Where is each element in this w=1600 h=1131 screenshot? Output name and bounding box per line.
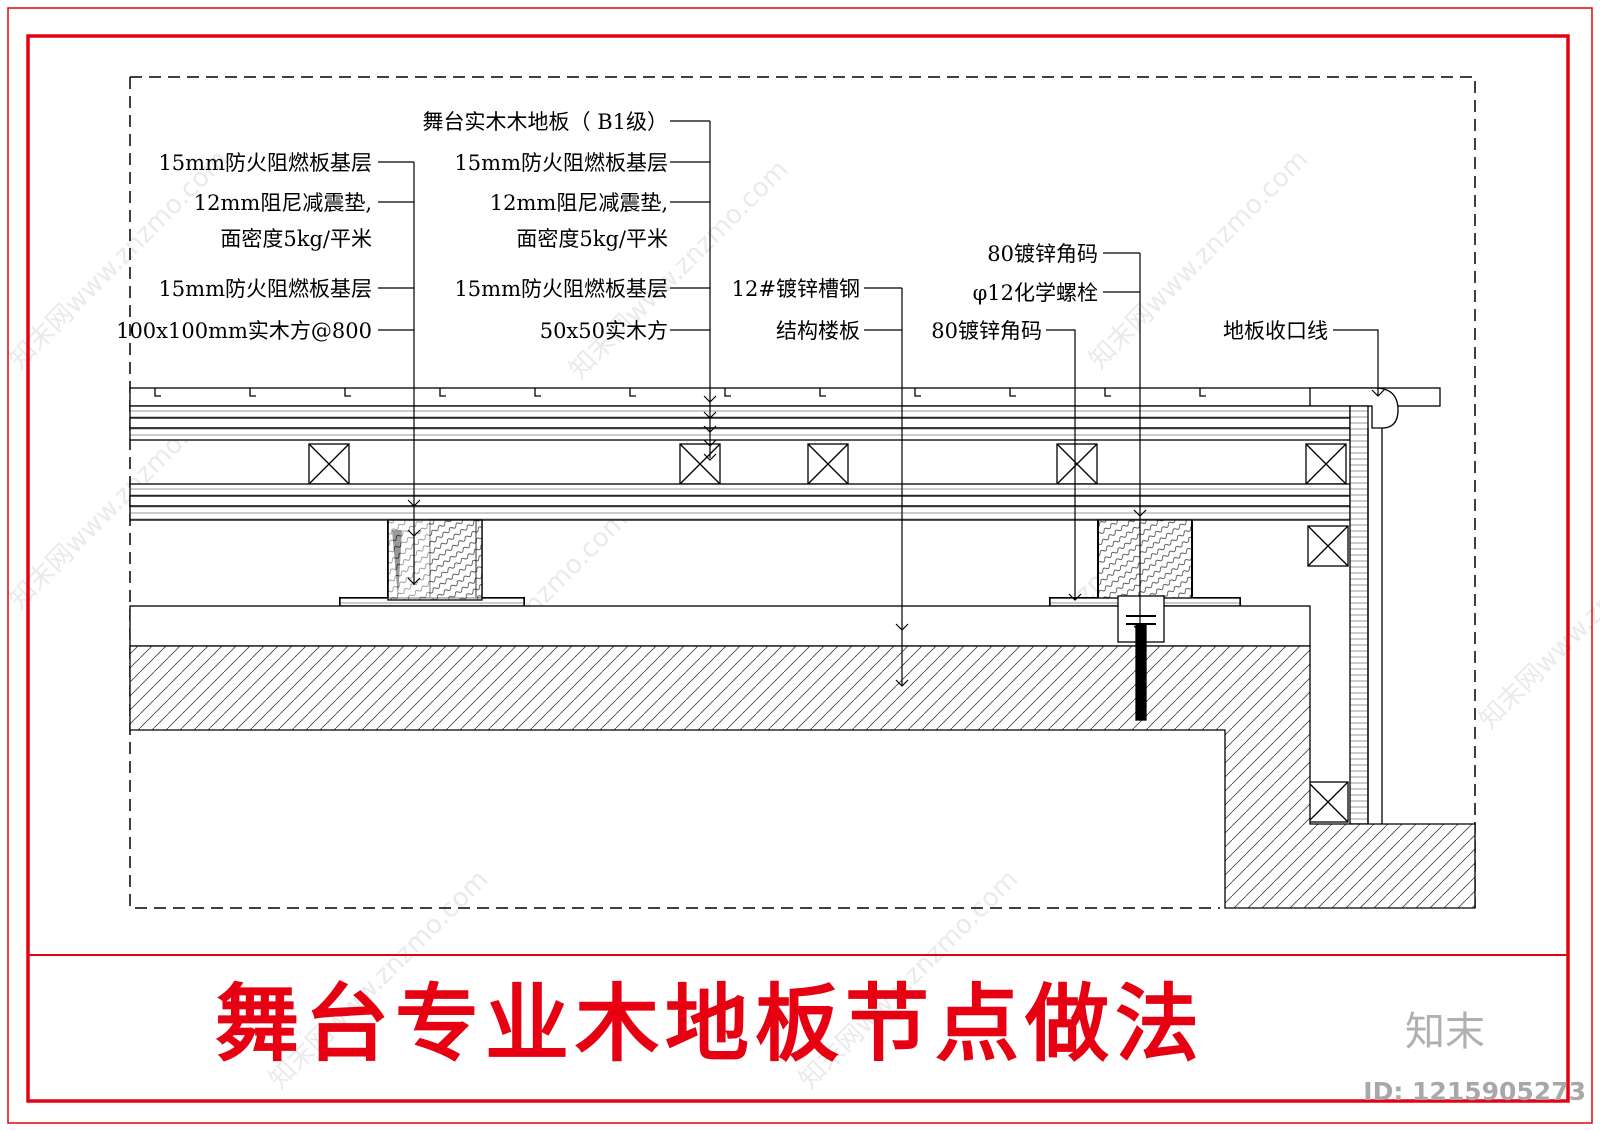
callout-chemical-bolt: φ12化学螺栓 (973, 281, 1098, 305)
callouts-left: 15mm防火阻燃板基层 12mm阻尼减震垫, 面密度5kg/平米 15mm防火阻… (116, 151, 372, 343)
floor-section (129, 387, 1476, 909)
callout-mid-2: 15mm防火阻燃板基层 (454, 151, 668, 175)
callout-edge-line: 地板收口线 (1223, 319, 1328, 343)
leader-lines (378, 120, 1385, 687)
structural-slab (129, 645, 1476, 909)
callout-left-4: 15mm防火阻燃板基层 (158, 277, 372, 301)
upper-damping-pad (129, 417, 1351, 429)
callout-left-2: 12mm阻尼减震垫, (194, 191, 372, 215)
detail-boundary (129, 76, 1476, 909)
callouts-middle: 舞台实木木地板（ B1级） 15mm防火阻燃板基层 12mm阻尼减震垫, 面密度… (423, 110, 668, 343)
callout-left-3: 面密度5kg/平米 (220, 227, 372, 251)
callout-mid-4: 面密度5kg/平米 (516, 227, 668, 251)
callout-mid-5: 15mm防火阻燃板基层 (454, 277, 668, 301)
outer-frame (7, 7, 1593, 1124)
chemical-bolt (1117, 595, 1165, 721)
upper-fireboard-1 (129, 405, 1351, 419)
lower-fireboard-2 (129, 505, 1351, 521)
callouts-right-a: 12#镀锌槽钢 结构楼板 (732, 277, 860, 343)
watermark-2: 知末网www.znzmo.com (564, 154, 795, 385)
callout-angle-lower: 80镀锌角码 (931, 319, 1042, 343)
watermark-7: 知末网www.znzmo.com (1474, 504, 1600, 735)
callout-mid-3: 12mm阻尼减震垫, (490, 191, 668, 215)
battens-50x50 (308, 443, 1347, 485)
callout-left-1: 15mm防火阻燃板基层 (158, 151, 372, 175)
callout-left-5: 100x100mm实木方@800 (116, 319, 372, 343)
callouts-right-b: 80镀锌角码 φ12化学螺栓 80镀锌角码 (931, 242, 1098, 343)
joist-left (339, 519, 525, 607)
lower-damping-pad (129, 495, 1351, 507)
floorboard-joints (154, 388, 1206, 397)
side-board (1349, 405, 1369, 825)
upper-fireboard-2 (129, 427, 1351, 441)
brand-logo-text: 知末 (1405, 1009, 1485, 1055)
drawing-title: 舞台专业木地板节点做法 (215, 975, 1205, 1073)
inner-frame (26, 34, 1570, 1103)
image-id: ID: 1215905273 (1363, 1077, 1586, 1106)
callout-structural-slab: 结构楼板 (776, 319, 860, 343)
callout-mid-6: 50x50实木方 (540, 319, 668, 343)
lower-fireboard-1 (129, 483, 1351, 497)
stage-floorboard (129, 387, 1441, 407)
callout-mid-1: 舞台实木木地板（ B1级） (423, 110, 668, 134)
callout-channel-steel: 12#镀锌槽钢 (732, 277, 860, 301)
callout-angle-upper: 80镀锌角码 (987, 242, 1098, 266)
